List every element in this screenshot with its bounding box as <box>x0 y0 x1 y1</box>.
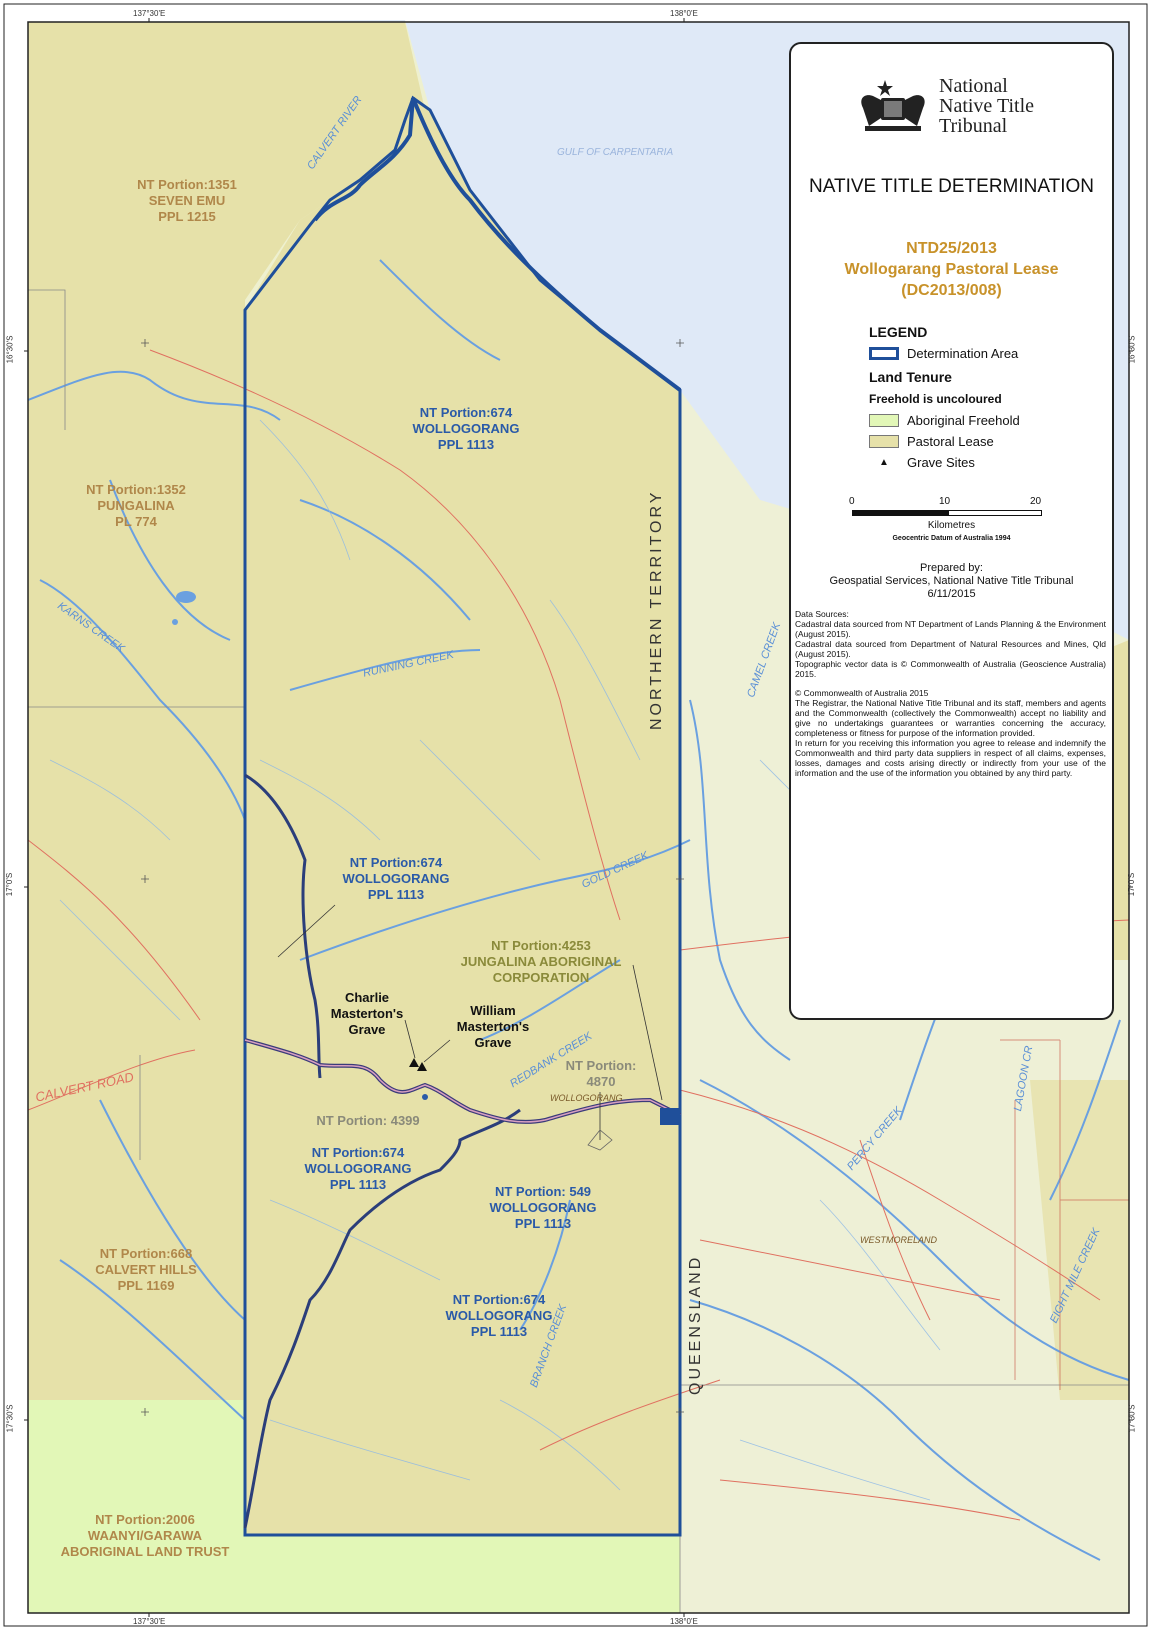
coat-of-arms-icon <box>861 80 925 131</box>
scale-datum: Geocentric Datum of Australia 1994 <box>892 535 1011 542</box>
state-label-nt: NORTHERN TERRITORY <box>648 489 665 730</box>
legend-panel: National Native Title Tribunal NATIVE TI… <box>789 42 1114 1020</box>
grave-triangle-icon: ▲ <box>879 457 889 468</box>
land-tenure-heading: Land Tenure <box>869 369 952 385</box>
parcel-label-4399: NT Portion: 4399 <box>316 1113 420 1128</box>
pastoral-lease-swatch <box>869 435 899 448</box>
determination-area-swatch <box>869 347 899 360</box>
aboriginal-freehold-area <box>28 1400 245 1613</box>
grat-left-2: 17°0'S <box>5 872 15 897</box>
parcel-label-4870: NT Portion:4870 <box>565 1058 637 1089</box>
grat-right-1: 16°30'S <box>1127 335 1137 364</box>
data-sources: Data Sources: Cadastral data sourced fro… <box>795 609 1106 679</box>
legend-item-determination-area: Determination Area <box>869 346 1018 361</box>
prepared-by: Prepared by: Geospatial Services, Nation… <box>829 562 1074 600</box>
grat-top-1: 137°30'E <box>133 9 166 18</box>
freehold-note: Freehold is uncoloured <box>869 392 1002 406</box>
legend-item-grave-sites: ▲ Grave Sites <box>869 455 975 470</box>
determination-title: NTD25/2013 Wollogarang Pastoral Lease (D… <box>844 240 1059 299</box>
grave-marker-william <box>417 1062 427 1071</box>
map-title: NATIVE TITLE DETERMINATION <box>808 176 1095 197</box>
grat-top-2: 138°0'E <box>670 9 698 18</box>
grat-right-3: 17°30'S <box>1127 1404 1137 1433</box>
scale-tick-20: 20 <box>1030 496 1042 507</box>
aboriginal-freehold-swatch <box>869 414 899 427</box>
state-label-qld: QUEENSLAND <box>687 1254 704 1395</box>
org-name: National Native Title Tribunal <box>939 75 1035 137</box>
sea-label: GULF OF CARPENTARIA <box>557 147 674 158</box>
place-label-wollogorang: WOLLOGORANG <box>550 1093 623 1103</box>
determination-area-fill <box>245 100 680 1535</box>
grat-bottom-1: 137°30'E <box>133 1617 166 1626</box>
legend-heading: LEGEND <box>869 324 928 340</box>
legend-item-pastoral-lease: Pastoral Lease <box>869 434 994 449</box>
grat-right-2: 17°0'S <box>1127 872 1137 897</box>
scale-tick-10: 10 <box>939 496 951 507</box>
scale-tick-0: 0 <box>849 496 855 507</box>
grat-left-1: 16°30'S <box>5 335 15 364</box>
grat-left-3: 17°30'S <box>5 1404 15 1433</box>
disclaimer: © Commonwealth of Australia 2015 The Reg… <box>795 688 1106 778</box>
scale-bar-black <box>852 510 948 516</box>
scale-unit: Kilometres <box>927 520 976 531</box>
scale-bar-white <box>948 510 1042 516</box>
place-label-westmoreland: WESTMORELAND <box>860 1235 938 1245</box>
grat-bottom-2: 138°0'E <box>670 1617 698 1626</box>
legend-item-aboriginal-freehold: Aboriginal Freehold <box>869 413 1020 428</box>
grave-marker-charlie <box>409 1058 419 1067</box>
